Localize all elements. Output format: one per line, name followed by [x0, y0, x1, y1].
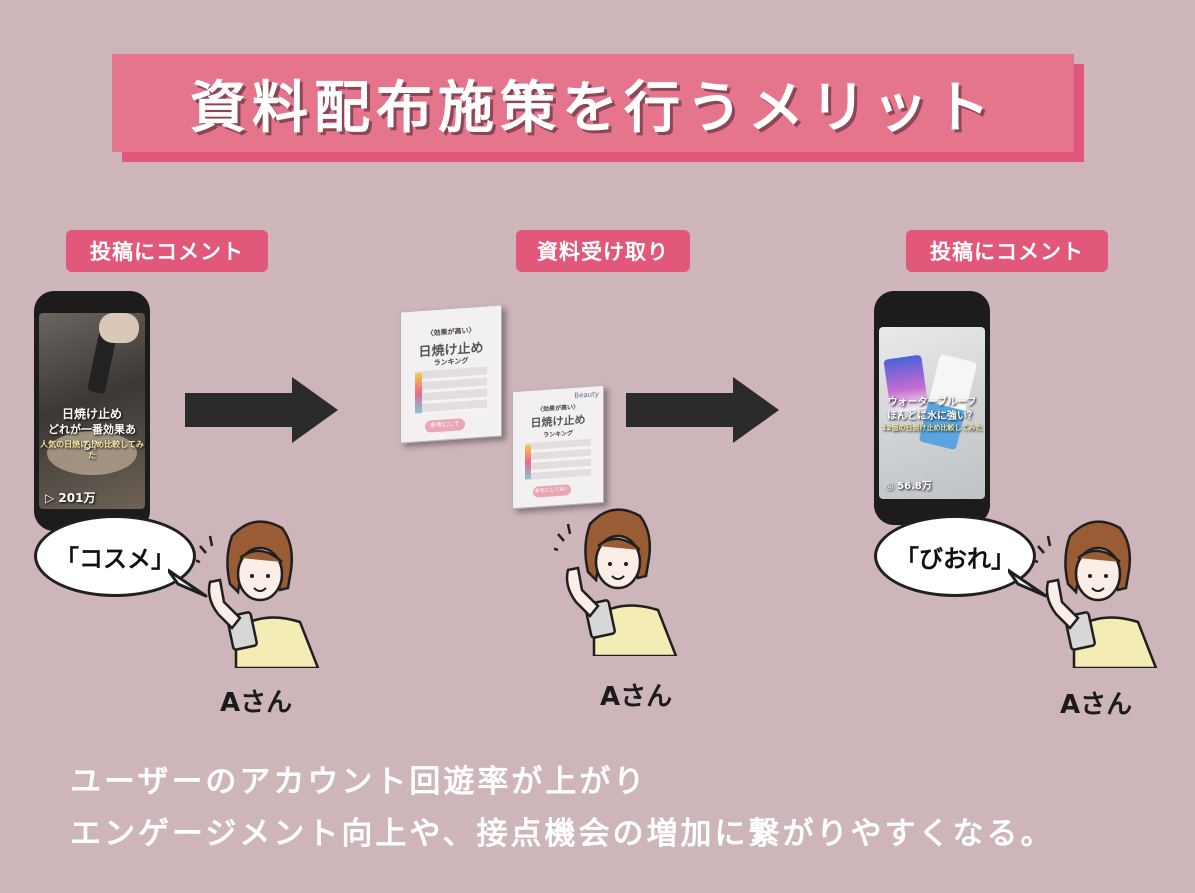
phone-left-screen[interactable]: 日焼け止め どれが一番効果ある？ 人気の日焼け止め比較してみた ▷ 201万 [39, 313, 145, 509]
footer-line-1: ユーザーのアカウント回遊率が上がり [70, 764, 648, 800]
phone-left-overlay-line2: どれが一番効果ある？ [48, 423, 136, 452]
phone-right: ウォーターブルーフ ほんとに水に強い？ 12個の日焼け止め比較してみた ◎ 56… [874, 291, 990, 525]
speech-bubble-left-tail-icon [168, 568, 208, 598]
phone-right-overlay-line2: ほんとに水に強い？ [887, 411, 977, 422]
book-small-brand: Beauty [574, 390, 599, 400]
document-book-small: 〈効果が高い〉 日焼け止め ランキング Beauty 参考にしてね！ [512, 384, 604, 510]
phone-left-views: ▷ 201万 [45, 491, 96, 505]
phone-right-overlay-line3: 12個の日焼け止め比較してみた [881, 424, 983, 432]
book-small-rank-bar [525, 444, 531, 480]
compact-icon [47, 431, 137, 475]
book-large-table [415, 366, 487, 416]
document-book-large: 〈効果が高い〉 日焼け止め ランキング 参考にしてね！ [400, 304, 502, 444]
footer-line-2: エンゲージメント向上や、接点機会の増加に繋がりやすくなる。 [70, 816, 1055, 852]
phone-left: 日焼け止め どれが一番効果ある？ 人気の日焼け止め比較してみた ▷ 201万 [34, 291, 150, 531]
book-large-button: 参考にしてね！ [425, 418, 465, 441]
person-name-left: Aさん [220, 688, 293, 718]
person-illustration-left [196, 520, 320, 668]
phone-right-screen[interactable]: ウォーターブルーフ ほんとに水に強い？ 12個の日焼け止め比較してみた ◎ 56… [879, 327, 985, 499]
person-name-center: Aさん [600, 682, 673, 712]
speech-bubble-right: 「びおれ」 [874, 515, 1036, 597]
hand-icon [99, 313, 139, 343]
phone-left-overlay-line1: 日焼け止め [61, 407, 122, 421]
arrow-1-body [185, 393, 295, 427]
phone-right-views: ◎ 56.8万 [885, 481, 932, 492]
phone-right-overlay-line1: ウォーターブルーフ [887, 397, 977, 408]
step-label-comment-1: 投稿にコメント [66, 230, 268, 272]
arrow-2-head-icon [733, 377, 779, 443]
step-label-comment-2: 投稿にコメント [906, 230, 1108, 272]
arrow-1-head-icon [292, 377, 338, 443]
arrow-2-body [626, 393, 736, 427]
phone-left-overlay-line3: 人気の日焼け止め比較してみた [40, 440, 144, 460]
page-title: 資料配布施策を行うメリット [190, 75, 996, 141]
step-label-receive: 資料受け取り [516, 230, 690, 272]
book-large-rank-bar [415, 373, 422, 414]
book-small-table [525, 438, 591, 482]
person-illustration-right [1034, 520, 1158, 668]
person-illustration-center [554, 508, 678, 656]
speech-bubble-left: 「コスメ」 [34, 515, 196, 597]
speech-bubble-right-tail-icon [1008, 568, 1048, 598]
book-small-button: 参考にしてね！ [533, 484, 571, 498]
person-name-right: Aさん [1060, 690, 1133, 720]
title-banner [112, 54, 1074, 152]
